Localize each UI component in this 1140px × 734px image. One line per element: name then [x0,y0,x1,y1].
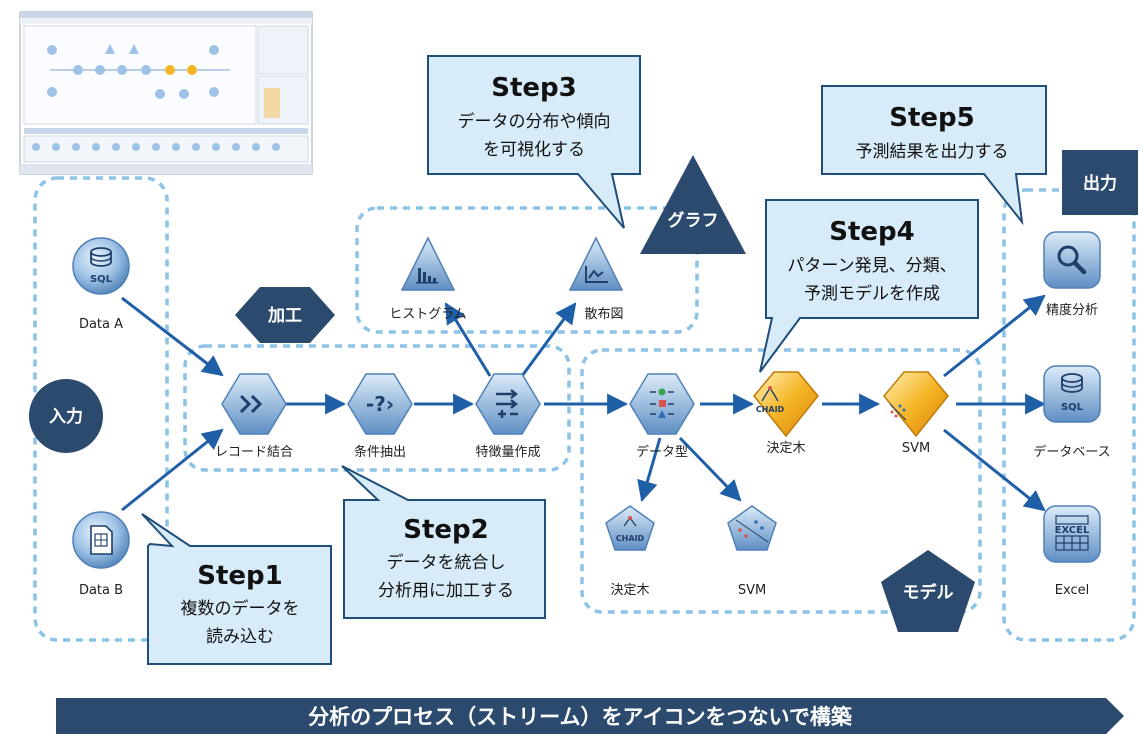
node-type-label: データ型 [636,444,688,460]
excel-icon-text: EXCEL [1055,525,1090,536]
node-select[interactable]: -?› 条件抽出 [347,373,413,460]
node-tree-bottom[interactable]: CHAID 決定木 [605,505,655,598]
node-data-b-label: Data B [79,583,123,598]
step2-line1: データを統合し [387,552,506,573]
node-scatter[interactable]: 散布図 [568,236,624,322]
arrow-type-to-tree-bottom [637,437,662,503]
step3-line2: を可視化する [483,140,585,160]
model-group-box [580,348,982,614]
node-database-label: データベース [1033,444,1110,460]
derive-icon [496,389,518,418]
arrow-data-a-to-merge [121,296,224,377]
sql-icon-text: SQL [1061,402,1084,413]
banner-text: 分析のプロセス（ストリーム）をアイコンをつないで構築 [308,705,853,729]
node-scatter-label: 散布図 [584,307,623,322]
node-histogram[interactable]: ヒストグラム [389,236,467,322]
step1-line2: 読み込む [206,627,274,647]
step1-title: Step1 [197,561,283,591]
node-database[interactable]: SQL データベース [1033,365,1111,460]
arrow-svm-to-accuracy [943,294,1046,378]
node-accuracy-label: 精度分析 [1046,302,1098,318]
step3-line1: データの分布や傾向 [458,111,611,132]
document-icon [90,525,113,555]
callout-step5: Step5 予測結果を出力する [821,85,1047,226]
callout-step1: Step1 複数のデータを 読み込む [141,513,332,665]
select-icon: -?› [366,392,394,416]
step5-title: Step5 [889,103,975,133]
step2-line2: 分析用に加工する [378,581,514,601]
spreadsheet-icon [1055,515,1089,551]
node-tree-top[interactable]: CHAID 決定木 [753,371,819,456]
node-derive[interactable]: 特徴量作成 [475,373,541,460]
svm-icon [735,519,769,543]
node-tree-top-label: 決定木 [766,441,805,456]
chaid-icon-text: CHAID [616,534,645,543]
node-merge-label: レコード結合 [215,445,293,460]
tree-icon [761,387,779,402]
node-svm-bottom[interactable]: SVM [727,505,777,598]
stage-model: モデル [881,550,975,632]
stage-graph-label: グラフ [668,210,719,231]
node-accuracy[interactable]: 精度分析 [1043,231,1101,318]
arrow-derive-to-scatter [520,302,577,377]
stage-output: 出力 [1062,150,1138,215]
histogram-icon [416,268,438,284]
process-group-box [183,344,571,472]
node-derive-label: 特徴量作成 [475,445,540,460]
step4-line1: パターン発見、分類、 [787,256,956,276]
graph-group-box [355,206,699,334]
node-histogram-label: ヒストグラム [389,307,467,322]
stage-input-label: 入力 [49,406,83,427]
arrow-svm-to-excel [943,428,1046,512]
step5-line1: 予測結果を出力する [856,142,1009,162]
node-merge[interactable]: レコード結合 [215,373,293,460]
callout-step2: Step2 データを統合し 分析用に加工する [341,465,546,619]
node-type[interactable]: データ型 [629,373,695,460]
stage-process: 加工 [235,287,335,343]
type-icon [650,388,674,418]
stage-process-label: 加工 [267,306,302,326]
node-tree-bottom-label: 決定木 [610,583,649,598]
node-select-label: 条件抽出 [354,444,406,460]
stage-graph: グラフ [640,155,746,254]
stage-output-label: 出力 [1083,173,1117,194]
node-svm-top-label: SVM [902,441,930,456]
node-data-a-label: Data A [79,317,123,332]
step4-title: Step4 [829,217,915,247]
scatter-icon [585,266,608,283]
node-excel-label: Excel [1055,583,1089,598]
step1-line1: 複数のデータを [181,598,300,619]
stage-model-label: モデル [903,582,954,603]
svm-icon [889,403,907,421]
chaid-icon-text: CHAID [756,405,785,414]
arrow-derive-to-histogram [444,302,492,377]
callout-step4: Step4 パターン発見、分類、 予測モデルを作成 [759,199,979,373]
sql-icon-text: SQL [90,274,113,285]
software-thumbnail [19,11,313,175]
input-group-box [33,176,169,642]
stage-input: 入力 [29,379,103,453]
node-data-b[interactable]: Data B [72,511,130,598]
database-icon [1061,373,1083,393]
process-banner: 分析のプロセス（ストリーム）をアイコンをつないで構築 [56,698,1124,734]
node-svm-bottom-label: SVM [738,583,766,598]
node-excel[interactable]: EXCEL Excel [1043,505,1101,598]
flow-arrows [121,294,1047,512]
node-svm-top[interactable]: SVM [883,371,949,456]
merge-icon [239,394,263,414]
step2-title: Step2 [403,515,489,545]
magnifier-icon [1057,245,1087,275]
step4-line2: 予測モデルを作成 [804,283,940,304]
node-data-a[interactable]: SQL Data A [72,237,130,332]
step3-title: Step3 [491,73,577,103]
arrow-type-to-svm-bottom [678,436,742,502]
database-icon [90,247,112,267]
arrow-data-b-to-merge [121,428,224,512]
callout-step3: Step3 データの分布や傾向 を可視化する [427,55,641,229]
